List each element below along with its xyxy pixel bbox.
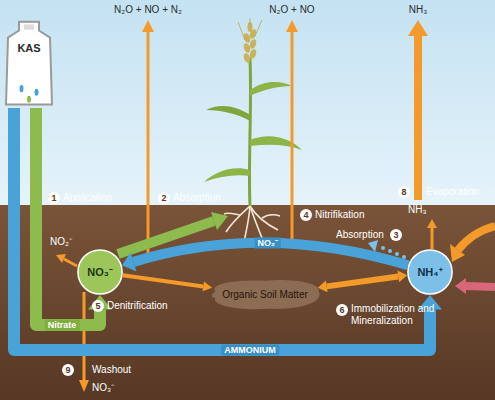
connector-label: NO₂⁻ bbox=[255, 237, 282, 248]
sky bbox=[0, 0, 495, 206]
process-label: Nitrifikation bbox=[315, 209, 364, 221]
process-label: Absorption bbox=[173, 192, 221, 204]
ammonium-pipe bbox=[14, 108, 442, 350]
process-label: Absorption bbox=[336, 229, 384, 241]
manure-input-arrow bbox=[455, 278, 495, 294]
node-text: NH₄⁺ bbox=[417, 266, 442, 279]
mineral-flow-arrow bbox=[123, 275, 212, 291]
node-text: KAS bbox=[17, 42, 40, 55]
callout-number: 1 bbox=[48, 192, 60, 204]
arrowhead bbox=[203, 281, 213, 291]
organic-matter: Organic Soil Matter bbox=[206, 278, 324, 312]
process-label: NO₃⁻ bbox=[92, 382, 114, 394]
flow-line bbox=[123, 275, 203, 286]
process-label: Evaporation bbox=[426, 186, 479, 198]
wheat-plant bbox=[204, 18, 302, 206]
process-label: Application bbox=[63, 192, 112, 204]
callout-number: 4 bbox=[300, 209, 312, 221]
callout-number: 8 bbox=[398, 186, 410, 198]
callout-number: 9 bbox=[62, 364, 74, 376]
connector-label: Nitrate bbox=[45, 320, 80, 331]
node-shape bbox=[4, 20, 54, 108]
ammonium-pool: NH₄⁺ bbox=[407, 249, 453, 295]
nitrate-pool: NO₃⁻ bbox=[77, 249, 123, 295]
soil bbox=[0, 205, 495, 400]
fertilizer-bag: KAS bbox=[4, 20, 54, 108]
flow-line bbox=[327, 276, 399, 286]
callout-number: 6 bbox=[336, 304, 348, 316]
node-text: NO₃⁻ bbox=[87, 266, 113, 279]
immobilization-arrow bbox=[318, 270, 407, 292]
connector-label: AMMONIUM bbox=[221, 345, 279, 356]
gas-label: NH₃ bbox=[409, 4, 428, 16]
callout-number: 2 bbox=[158, 192, 170, 204]
node-text: Organic Soil Matter bbox=[222, 289, 308, 301]
arrowhead bbox=[397, 270, 407, 282]
process-label: NO₂⁻ bbox=[50, 236, 72, 248]
gas-label: N₂O + NO + N₂ bbox=[114, 4, 182, 16]
process-label: Washout bbox=[92, 364, 131, 376]
callout-number: 3 bbox=[390, 229, 402, 241]
process-label: NH₃ bbox=[408, 204, 427, 216]
arrowhead bbox=[122, 252, 136, 271]
process-label: Denitrification bbox=[107, 300, 168, 312]
callout-number: 5 bbox=[92, 300, 104, 312]
arrowhead bbox=[318, 280, 328, 292]
gas-label: N₂O + NO bbox=[269, 4, 314, 16]
process-label: Immobilization and Mineralization bbox=[351, 303, 435, 327]
